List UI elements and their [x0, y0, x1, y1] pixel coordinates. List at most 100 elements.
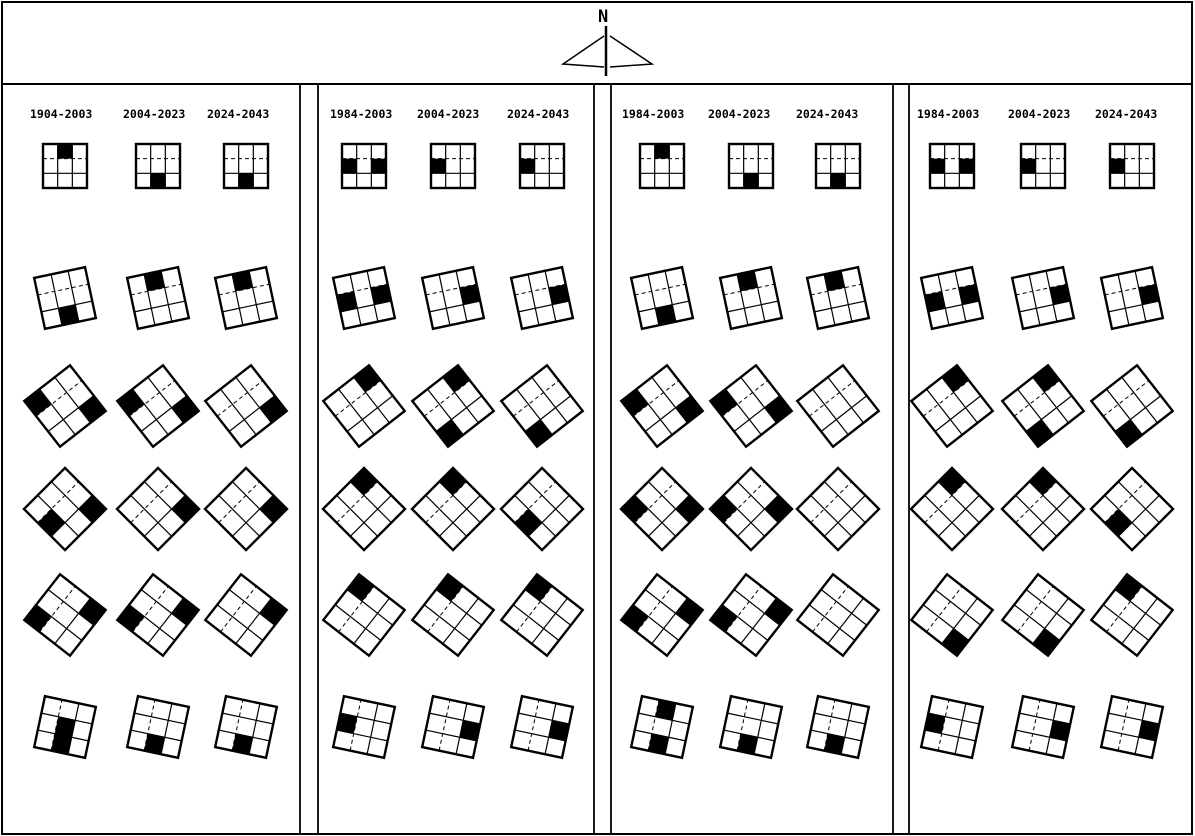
glyph-divider	[644, 589, 692, 626]
glyph-dash	[514, 481, 557, 524]
shaded-cell	[958, 284, 980, 305]
glyph-dash	[1104, 283, 1156, 296]
glyph-outline	[331, 265, 397, 331]
shaded-cell	[710, 604, 738, 632]
glyph-divider	[1013, 604, 1061, 641]
shaded-cell	[514, 508, 543, 537]
shaded-cell	[710, 389, 738, 417]
glyph-divider	[37, 494, 80, 537]
glyph-divider	[336, 494, 379, 537]
glyph-outline	[619, 572, 705, 658]
glyph-divider	[922, 604, 970, 641]
glyph-dash	[1028, 699, 1041, 751]
shaded-cell	[78, 598, 106, 626]
glyph-dash	[218, 283, 270, 296]
glyph-dash	[516, 585, 553, 633]
glyph-dash	[427, 585, 464, 633]
shaded-cell	[232, 733, 253, 755]
glyph-outline	[22, 363, 108, 449]
shaded-cell	[353, 365, 381, 393]
glyph-outline	[928, 142, 976, 190]
glyph-divider	[634, 494, 677, 537]
shaded-cell	[924, 713, 946, 734]
footprint-glyph	[795, 572, 881, 658]
glyph-divider	[1028, 274, 1041, 326]
shaded-cell	[655, 699, 676, 721]
footprint-glyph	[708, 363, 794, 449]
glyph-outline	[321, 572, 407, 658]
glyph-divider	[516, 388, 553, 436]
footprint-glyph	[321, 363, 407, 449]
glyph-dash	[937, 699, 950, 751]
footprint-glyph	[1010, 265, 1076, 331]
shaded-cell	[1115, 574, 1143, 602]
glyph-divider	[736, 274, 749, 326]
glyph-divider	[39, 388, 76, 436]
footprint-glyph	[638, 142, 686, 190]
shaded-cell	[764, 495, 793, 523]
glyph-divider	[733, 589, 781, 626]
glyph-dash	[1106, 585, 1143, 633]
glyph-divider	[1015, 494, 1058, 537]
glyph-dash	[924, 283, 976, 296]
glyph-outline	[420, 265, 486, 331]
glyph-dash	[531, 597, 568, 645]
glyph-outline	[708, 466, 794, 552]
glyph-divider	[50, 481, 93, 524]
glyph-dash	[349, 494, 392, 537]
glyph-divider	[231, 481, 274, 524]
glyph-outline	[22, 466, 108, 552]
shaded-cell	[436, 419, 464, 447]
shaded-cell	[830, 173, 846, 188]
glyph-outline	[795, 572, 881, 658]
glyph-divider	[231, 274, 244, 326]
footprint-glyph	[22, 572, 108, 658]
glyph-divider	[941, 376, 978, 424]
glyph-dash	[941, 597, 978, 645]
glyph-divider	[160, 270, 173, 322]
glyph-dash	[723, 481, 766, 524]
shaded-cell	[924, 291, 946, 312]
footprint-glyph	[41, 142, 89, 190]
shaded-cell	[232, 270, 253, 292]
glyph-dash	[812, 585, 849, 633]
glyph-divider	[147, 376, 184, 424]
glyph-dash	[740, 597, 777, 645]
glyph-divider	[725, 388, 762, 436]
glyph-divider	[518, 712, 570, 725]
footprint-glyph	[115, 363, 201, 449]
glyph-dash	[41, 300, 93, 313]
shaded-cell	[117, 604, 145, 632]
glyph-divider	[455, 270, 468, 322]
glyph-divider	[366, 270, 379, 322]
footprint-glyph	[619, 572, 705, 658]
glyph-dash	[220, 585, 257, 633]
glyph-dash	[827, 597, 864, 645]
glyph-outline	[1000, 466, 1086, 552]
shaded-cell	[675, 598, 703, 626]
footprint-glyph	[1000, 466, 1086, 552]
period-labels: 1904-2003 2004-2023 2024-2043 1984-2003 …	[30, 107, 1157, 121]
glyph-dash	[338, 585, 375, 633]
glyph-divider	[636, 388, 673, 436]
footprint-glyph	[134, 142, 182, 190]
shaded-cell	[37, 508, 66, 537]
glyph-outline	[340, 142, 388, 190]
glyph-dash	[336, 283, 388, 296]
glyph-dash	[647, 699, 660, 751]
glyph-outline	[814, 142, 862, 190]
shaded-cell	[78, 395, 106, 423]
footprint-glyph	[629, 265, 695, 331]
glyph-divider	[140, 589, 188, 626]
glyph-divider	[220, 388, 257, 436]
glyph-dash	[438, 699, 451, 751]
footprint-glyph	[1099, 265, 1165, 331]
shaded-cell	[930, 158, 945, 174]
glyph-dash	[823, 494, 866, 537]
panel-separators	[299, 84, 910, 834]
shaded-cell	[54, 716, 76, 738]
shaded-cell	[941, 365, 969, 393]
glyph-dash	[840, 703, 853, 755]
glyph-dash	[736, 494, 779, 537]
